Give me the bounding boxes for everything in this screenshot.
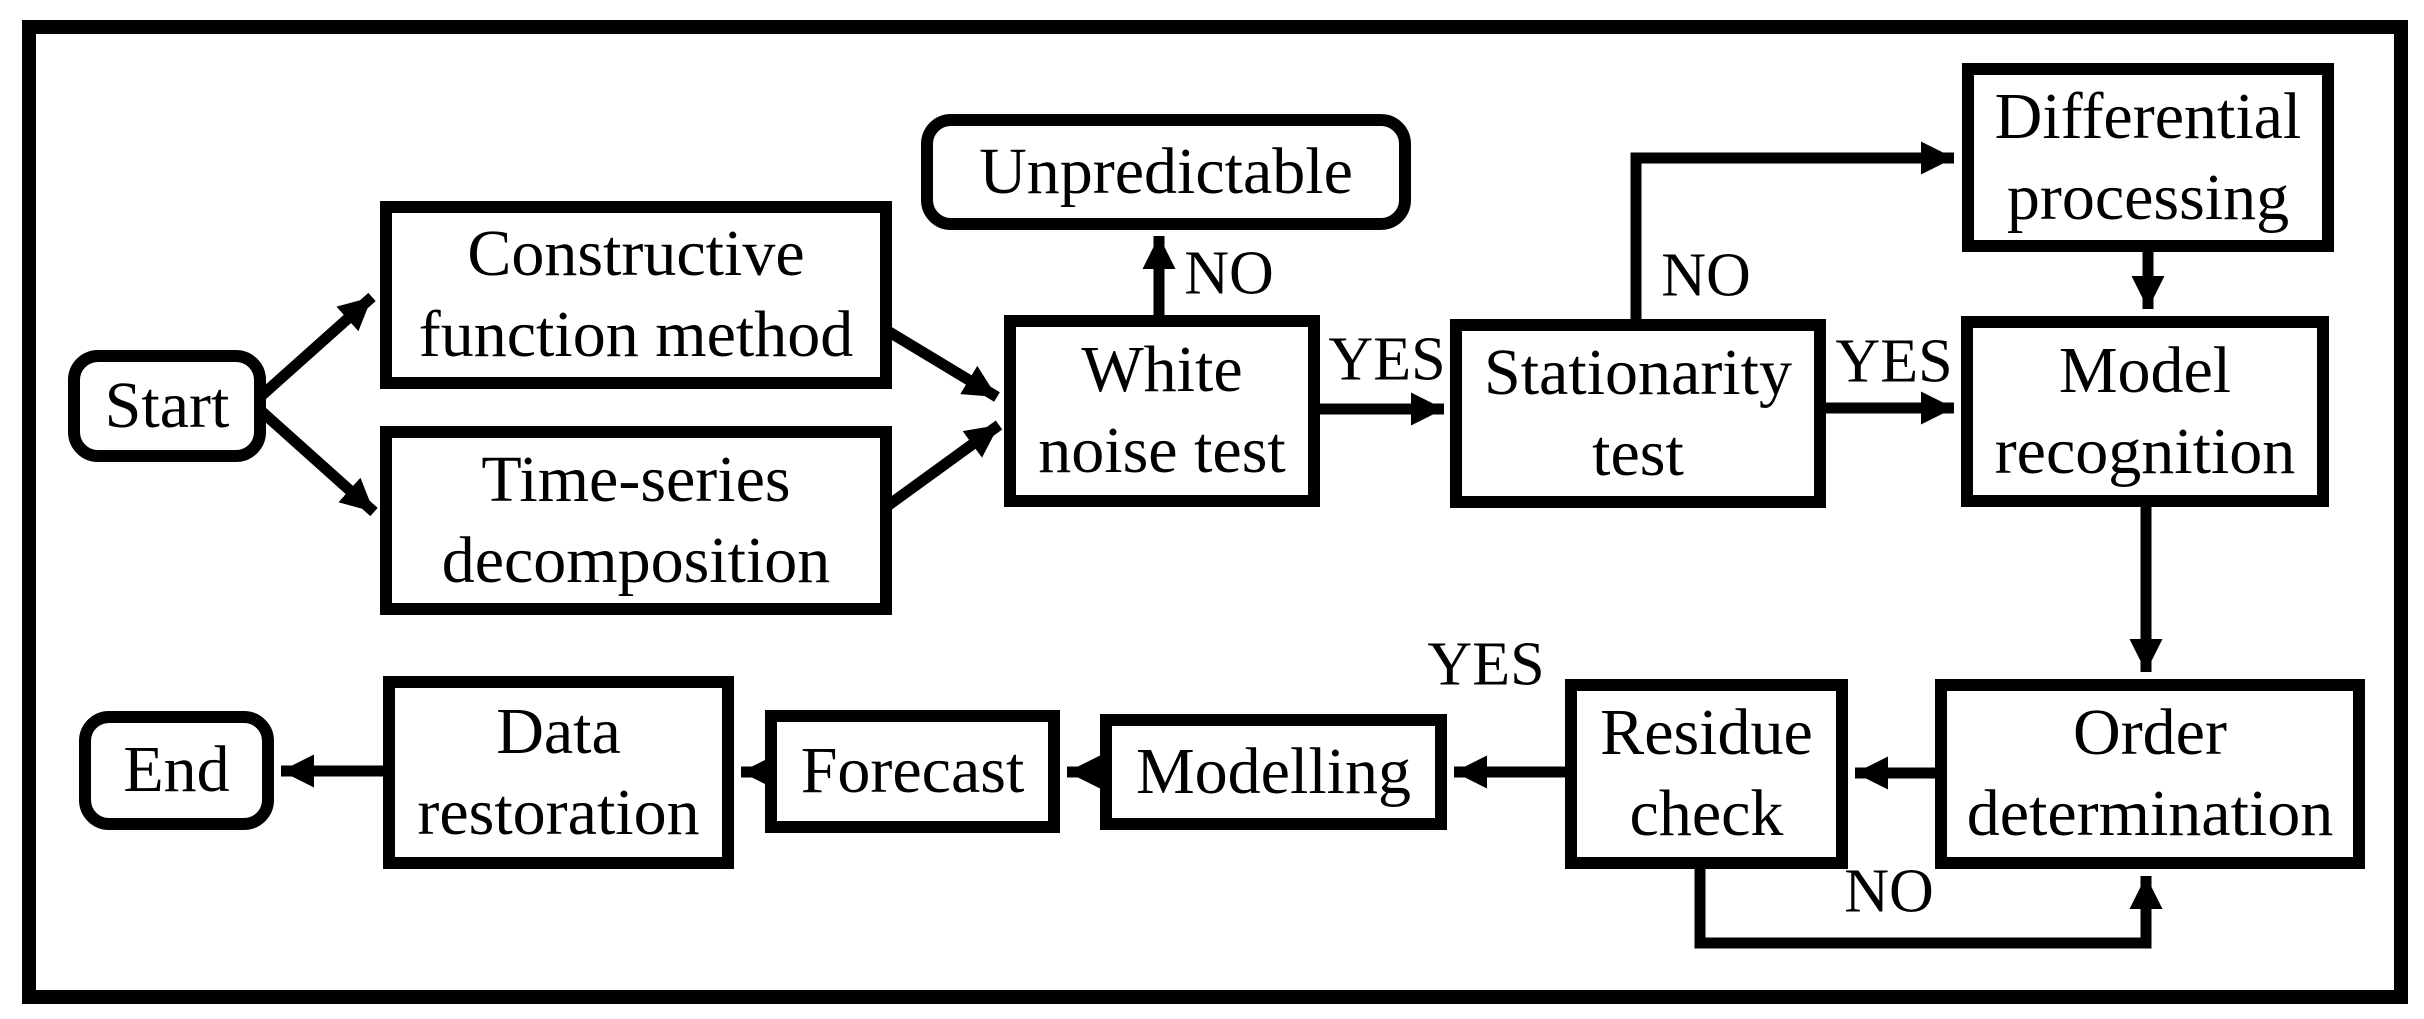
edge-label-white-noise-no: NO: [1184, 239, 1274, 308]
arrow-residue-loop-to-orderdet: [1694, 866, 2163, 949]
node-white-noise-test: White noise test: [1004, 315, 1320, 507]
node-forecast: Forecast: [765, 710, 1060, 833]
node-order-determination-label: Order determination: [1966, 696, 2334, 850]
node-unpredictable: Unpredictable: [921, 114, 1411, 230]
node-residue-check-label: Residue check: [1600, 696, 1813, 850]
node-time-series-decomposition: Time-series decomposition: [380, 426, 892, 615]
node-model-recognition: Model recognition: [1961, 316, 2329, 507]
edge-label-residue-no: NO: [1844, 857, 1934, 926]
node-constructive-function-method-label: Constructive function method: [418, 217, 854, 371]
node-time-series-decomposition-label: Time-series decomposition: [441, 442, 831, 597]
node-start: Start: [68, 350, 266, 462]
node-white-noise-test-label: White noise test: [1038, 333, 1286, 487]
edge-label-white-noise-yes: YES: [1328, 325, 1446, 394]
node-data-restoration-label: Data restoration: [417, 694, 700, 849]
node-end-label: End: [123, 733, 230, 807]
node-constructive-function-method: Constructive function method: [380, 201, 892, 389]
node-unpredictable-label: Unpredictable: [979, 134, 1353, 208]
arrow-stationarity-to-differential: [1630, 141, 1954, 320]
edge-label-residue-yes: YES: [1427, 630, 1545, 699]
arrow-timeseries-to-whitenoise: [882, 420, 1003, 512]
arrow-start-to-timeseries: [256, 405, 378, 517]
edge-label-stationarity-yes: YES: [1835, 327, 1953, 396]
arrow-start-to-constructive: [256, 292, 376, 402]
outer-border: [22, 20, 2408, 1004]
node-model-recognition-label: Model recognition: [1994, 333, 2296, 488]
node-order-determination: Order determination: [1935, 679, 2365, 869]
node-stationarity-test-label: Stationarity test: [1484, 335, 1792, 490]
arrow-constructive-to-whitenoise: [883, 325, 1000, 402]
node-start-label: Start: [104, 368, 230, 442]
node-differential-processing-label: Differential processing: [1994, 79, 2302, 234]
node-residue-check: Residue check: [1565, 679, 1848, 869]
node-modelling-label: Modelling: [1136, 734, 1411, 808]
node-forecast-label: Forecast: [800, 734, 1025, 808]
node-stationarity-test: Stationarity test: [1450, 319, 1826, 508]
node-end: End: [79, 711, 274, 830]
edge-label-stationarity-no: NO: [1661, 241, 1751, 310]
node-differential-processing: Differential processing: [1962, 63, 2334, 252]
node-modelling: Modelling: [1100, 714, 1447, 830]
node-data-restoration: Data restoration: [383, 676, 734, 869]
